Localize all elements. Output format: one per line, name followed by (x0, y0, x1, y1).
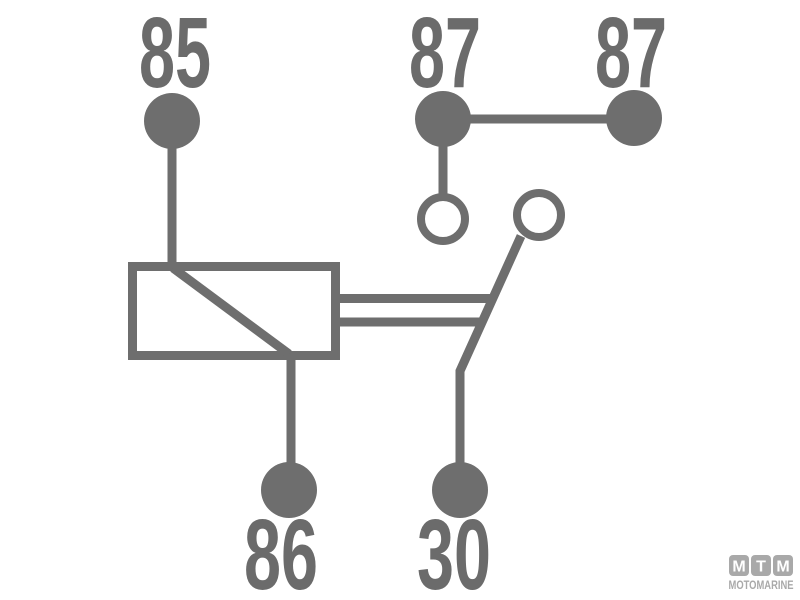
logo-letter-m1: M (732, 559, 745, 576)
logo-badge-2 (751, 555, 771, 576)
coil-box (128, 262, 340, 360)
logo-letter-t: T (756, 559, 766, 576)
terminal-dot-86 (261, 462, 317, 518)
pivot-contact-ring (513, 189, 565, 241)
terminal-dot-87a (415, 91, 471, 147)
armature-link (336, 294, 492, 327)
mtm-motomarine-logo: M T M MOTOMARINE (729, 555, 794, 592)
terminal-label-85: 85 (139, 0, 211, 109)
fixed-contact-ring-87 (417, 193, 469, 245)
terminal-dot-85 (144, 93, 200, 149)
logo-name-text: MOTOMARINE (729, 578, 794, 592)
logo-badge-3 (773, 555, 793, 576)
terminal-dot-30 (432, 462, 488, 518)
terminal-label-30: 30 (417, 499, 491, 600)
logo-badge-1 (729, 555, 749, 576)
terminal-label-87b: 87 (595, 0, 667, 109)
terminal-label-87a: 87 (409, 0, 481, 109)
switch-arm (455, 234, 526, 466)
relay-coil-symbol (128, 262, 340, 360)
terminal-dot-87b (606, 90, 662, 146)
terminal-label-86: 86 (244, 499, 318, 600)
coil-diagonal-line (170, 264, 292, 358)
logo-letter-m2: M (776, 559, 789, 576)
